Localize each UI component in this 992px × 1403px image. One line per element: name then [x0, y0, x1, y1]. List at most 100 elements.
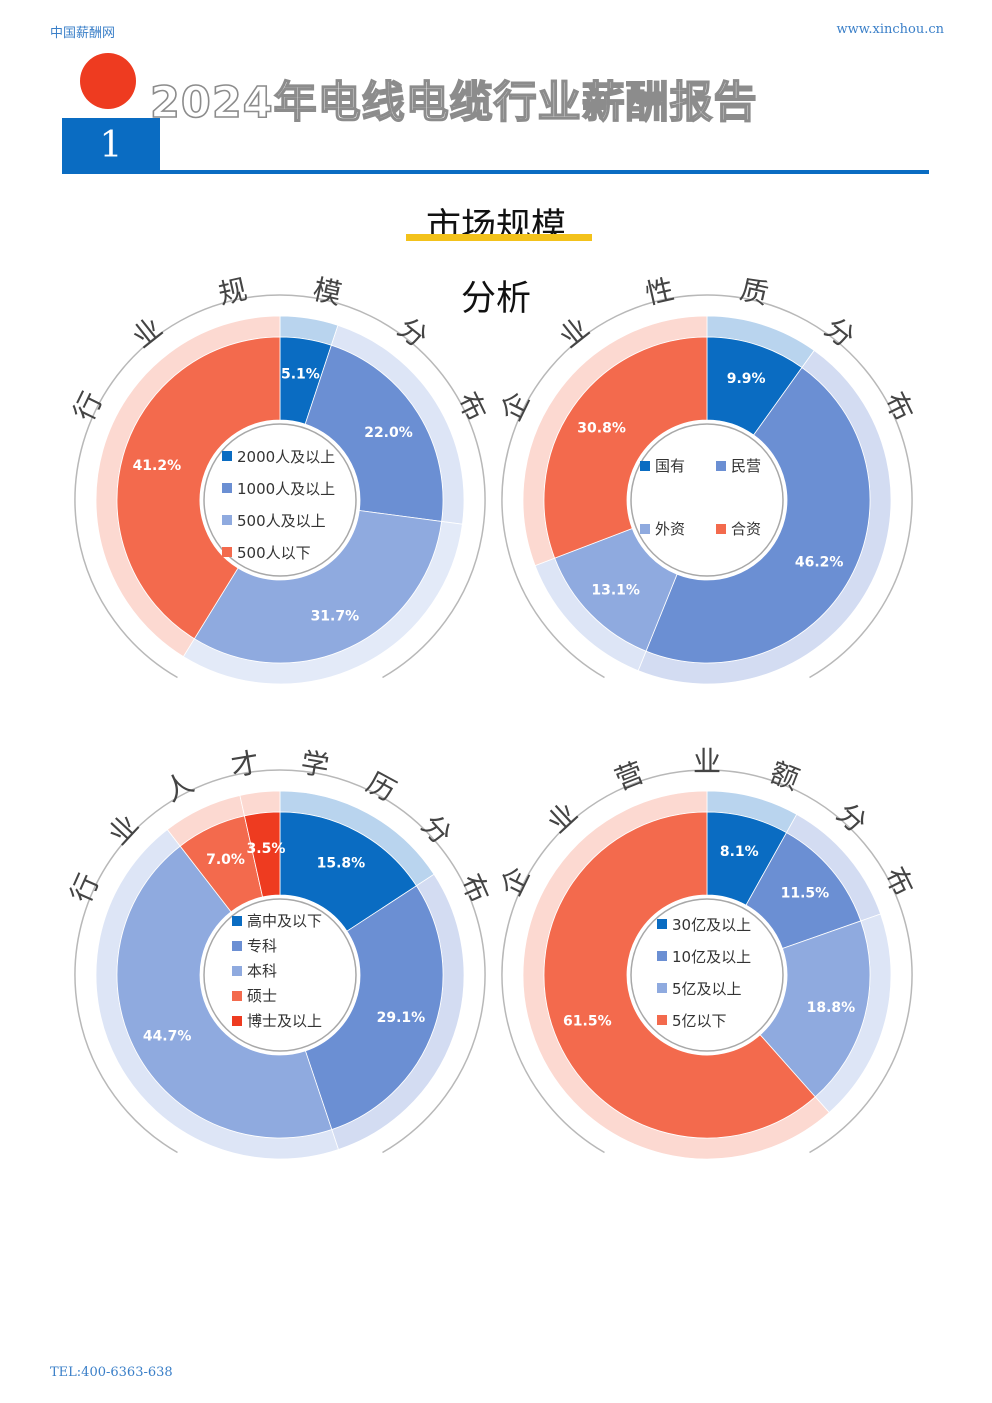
legend-swatch — [222, 483, 232, 493]
chart-title-char: 学 — [298, 746, 331, 783]
donut-segment — [543, 336, 708, 559]
data-label: 5.1% — [281, 367, 320, 383]
chart-frame-arc — [501, 294, 913, 679]
legend-item: 专科 — [232, 933, 322, 958]
section-title-underline — [406, 234, 592, 241]
legend-label: 500人及以上 — [237, 511, 326, 530]
data-label: 7.0% — [206, 852, 245, 868]
chart-title-char: 规 — [215, 273, 250, 311]
legend-swatch — [657, 951, 667, 961]
legend-swatch — [657, 919, 667, 929]
donut-center — [630, 898, 784, 1052]
chart-title-char: 企 — [494, 862, 536, 902]
legend-label: 民营 — [731, 457, 762, 475]
donut-segment — [304, 344, 444, 522]
legend-label: 专科 — [247, 937, 278, 955]
legend-swatch — [232, 990, 242, 1001]
chart-title-char: 分 — [830, 796, 873, 839]
chart-title-char: 历 — [361, 766, 401, 808]
data-label: 31.7% — [311, 609, 360, 625]
chart-title-char: 营 — [610, 756, 648, 797]
donut-segment — [116, 845, 333, 1139]
donut-segment — [543, 811, 816, 1139]
chart-title-char: 业 — [126, 311, 168, 354]
data-label: 44.7% — [143, 1028, 192, 1044]
data-label: 22.0% — [364, 425, 413, 441]
donut-segment — [244, 811, 281, 898]
data-label: 61.5% — [563, 1013, 612, 1029]
data-label: 18.8% — [807, 1000, 856, 1016]
legend-label: 1000人及以上 — [237, 479, 336, 498]
donut-segment — [759, 920, 871, 1098]
legend-label: 5亿及以上 — [672, 979, 742, 998]
legend-item: 硕士 — [232, 983, 322, 1008]
donut-center — [203, 898, 357, 1052]
legend-item: 500人及以上 — [222, 504, 335, 536]
legend-swatch — [640, 460, 650, 471]
chart-title-char: 行 — [67, 387, 109, 427]
donut-segment — [279, 811, 417, 932]
legend-label: 2000人及以上 — [237, 447, 336, 466]
data-label: 11.5% — [781, 886, 830, 902]
chart-title-char: 布 — [451, 387, 493, 427]
legend-item: 合资 — [716, 518, 792, 539]
legend-label: 硕士 — [247, 987, 278, 1005]
legend-swatch — [232, 965, 242, 976]
chart-title-char: 分 — [391, 311, 433, 354]
legend-label: 10亿及以上 — [672, 947, 752, 966]
data-label: 29.1% — [377, 1010, 426, 1026]
data-label: 13.1% — [591, 583, 640, 599]
chart-title-char: 行 — [64, 869, 106, 908]
legend-item: 500人以下 — [222, 536, 335, 568]
data-label: 3.5% — [247, 841, 286, 857]
legend-label: 外资 — [655, 520, 686, 538]
legend-item: 国有 — [640, 455, 716, 476]
donut-segment — [645, 366, 871, 664]
header-site-url[interactable]: www.xinchou.cn — [836, 22, 944, 37]
chart-title-char: 布 — [878, 862, 920, 902]
chart-title-char: 布 — [878, 387, 920, 427]
section-number: 1 — [62, 118, 160, 174]
chart-title-char: 性 — [642, 273, 677, 311]
legend-item: 博士及以上 — [232, 1008, 322, 1033]
legend-label: 本科 — [247, 962, 278, 980]
chart-title-char: 质 — [737, 273, 772, 311]
donut-segment — [193, 510, 443, 664]
chart-title-char: 企 — [494, 387, 536, 427]
legend-swatch — [232, 915, 242, 926]
legend-label: 博士及以上 — [247, 1012, 323, 1030]
data-label: 8.1% — [720, 844, 759, 860]
chart-title-char: 模 — [310, 273, 345, 311]
header-rule — [62, 170, 929, 174]
legend-label: 5亿以下 — [672, 1011, 727, 1030]
legend-swatch — [716, 523, 726, 534]
chart-frame-arc — [501, 769, 913, 1154]
legend-label: 高中及以下 — [247, 912, 323, 930]
legend-label: 合资 — [731, 520, 762, 538]
donut-center — [630, 423, 784, 577]
legend-item: 本科 — [232, 958, 322, 983]
chart-legend: 2000人及以上 1000人及以上 500人及以上 500人以下 — [222, 440, 335, 568]
chart-frame-arc — [74, 769, 486, 1154]
data-label: 9.9% — [727, 371, 766, 387]
legend-item: 30亿及以上 — [657, 908, 751, 940]
chart-title-char: 业 — [541, 796, 584, 839]
chart-legend: 国有民营外资 合资 — [640, 455, 792, 539]
chart-title-char: 分 — [818, 311, 860, 354]
chart-legend: 高中及以下专科本科硕士博士及以上 — [232, 908, 322, 1033]
legend-swatch — [657, 1015, 667, 1025]
legend-swatch — [222, 547, 232, 557]
data-label: 41.2% — [133, 458, 182, 474]
legend-item: 民营 — [716, 455, 792, 476]
chart-legend: 30亿及以上 10亿及以上 5亿及以上 5亿以下 — [657, 908, 751, 1036]
chart-title-char: 分 — [415, 808, 458, 851]
legend-swatch — [232, 940, 242, 951]
footer-tel: TEL:400-6363-638 — [50, 1365, 173, 1380]
legend-label: 500人以下 — [237, 543, 311, 562]
legend-item: 5亿及以上 — [657, 972, 751, 1004]
donut-segment — [116, 336, 281, 640]
legend-item: 1000人及以上 — [222, 472, 335, 504]
data-label: 15.8% — [317, 855, 366, 871]
legend-swatch — [657, 983, 667, 993]
